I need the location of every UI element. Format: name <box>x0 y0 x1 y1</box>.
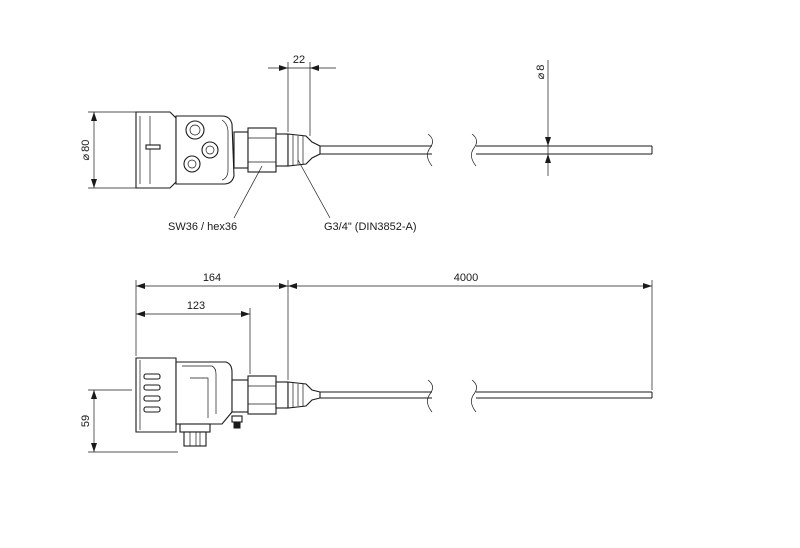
dim-housing-to-thread: 123 <box>136 300 250 317</box>
top-rod <box>320 133 653 167</box>
side-rod <box>320 379 653 413</box>
callout-wrench-size-label: SW36 / hex36 <box>168 221 237 233</box>
dim-rod-diameter: ⌀8 <box>535 60 551 176</box>
dim-rod-diameter-label: ⌀8 <box>535 65 547 80</box>
callout-thread-spec: G3/4" (DIN3852-A) <box>297 159 417 233</box>
dim-rod-length: 4000 <box>288 272 652 289</box>
side-housing-body <box>175 361 243 447</box>
dim-housing-height: 59 <box>80 389 178 453</box>
top-housing-cap <box>135 111 177 189</box>
dim-housing-to-thread-label: 123 <box>187 300 205 312</box>
top-process-connection <box>233 127 321 173</box>
dim-overall-length: 164 <box>136 272 288 289</box>
dim-thread-length-label: 22 <box>293 54 305 66</box>
dim-housing-diameter-label: ⌀80 <box>80 140 92 161</box>
side-housing-cap <box>135 357 177 433</box>
callout-thread-spec-label: G3/4" (DIN3852-A) <box>324 221 417 233</box>
dim-housing-diameter: ⌀80 <box>80 111 136 189</box>
callout-wrench-size: SW36 / hex36 <box>168 165 263 233</box>
dim-housing-height-label: 59 <box>80 415 92 427</box>
side-view: 164 123 4000 59 <box>80 272 653 453</box>
dim-rod-length-label: 4000 <box>454 272 478 284</box>
dim-thread-length: 22 <box>268 54 336 136</box>
dim-overall-length-label: 164 <box>203 272 221 284</box>
side-process-connection <box>231 375 321 415</box>
top-view: 22 ⌀8 ⌀80 SW36 / hex36 G3/4" (DIN3852-A) <box>80 54 653 233</box>
